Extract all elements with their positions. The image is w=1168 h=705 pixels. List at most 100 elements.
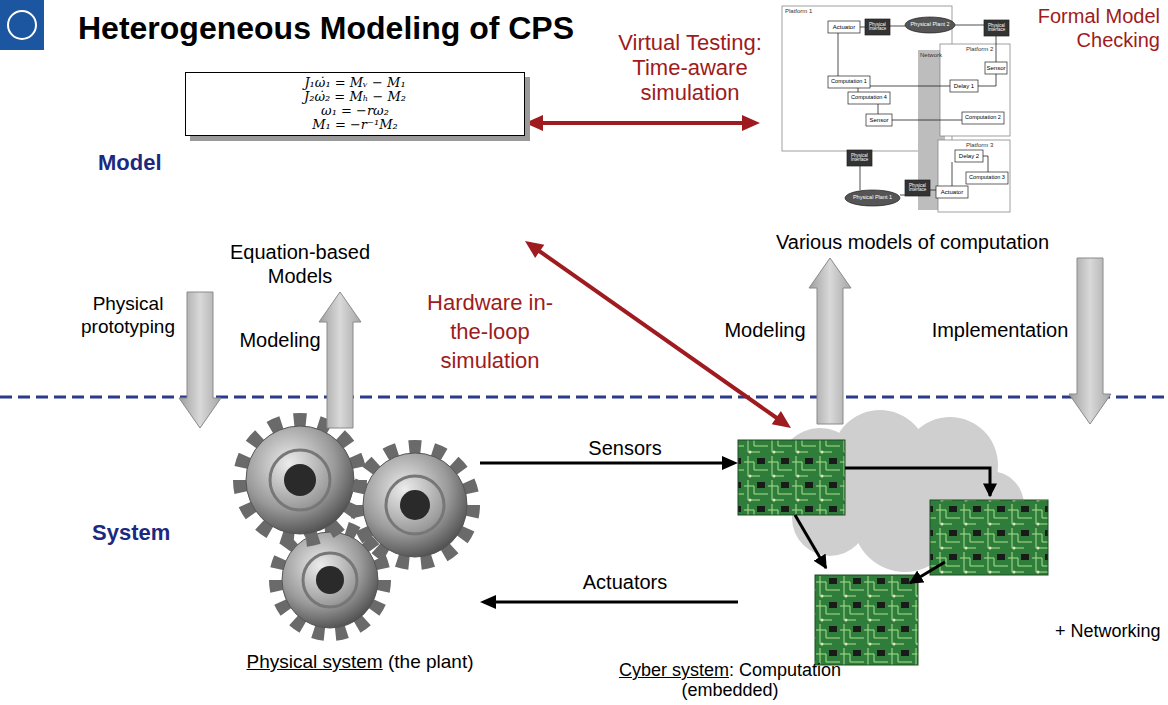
thumbnail-box [966, 172, 1008, 184]
moc-thumbnail [838, 25, 996, 195]
logo [0, 0, 44, 50]
moc-thumbnail [782, 6, 1010, 212]
thumbnail-boxes [828, 17, 1009, 206]
network-arrows [795, 468, 990, 583]
logo [0, 0, 44, 50]
gear [240, 420, 360, 540]
fat-arrow [319, 292, 361, 428]
logo [8, 11, 36, 39]
cyber-system: Cyber system: Computation (embedded) [738, 428, 1053, 673]
thumbnail-interface-box [905, 180, 930, 196]
thumbnail-area [760, 5, 1065, 230]
thumbnail-box [962, 112, 1004, 124]
thumbnail-label: Actuator [936, 186, 968, 198]
gear [357, 447, 473, 563]
underlined-caption: Physical system [246, 651, 382, 672]
caption-block: Physical system (the plant) [230, 650, 490, 674]
moc-thumbnail [940, 44, 1010, 136]
thumbnail-label: Platform 2 [966, 46, 993, 53]
gear [386, 476, 444, 534]
arrow-head [742, 115, 760, 131]
gear [284, 464, 316, 496]
thumbnail-label: Platform 1 [785, 8, 812, 15]
network-arrows [845, 468, 990, 496]
connector-line [480, 462, 727, 465]
edge-label: Modeling [720, 318, 810, 342]
thumbnail-box [828, 21, 860, 33]
fat-arrow [179, 292, 221, 428]
thumbnail-label: Physical Interface [865, 19, 890, 35]
thumbnail-box [828, 76, 870, 88]
arrow-head [480, 595, 496, 609]
node-caption: Equation-based Models [215, 240, 385, 288]
arrow-head [525, 115, 543, 131]
process-arrow [179, 292, 221, 428]
gear [240, 420, 360, 540]
thumbnail-box [955, 150, 983, 162]
edge-label: Sensors [565, 436, 685, 460]
thumbnail-label: Sensor [985, 62, 1007, 74]
thumbnail-label: Sensor [866, 114, 892, 126]
circuit-boards [815, 575, 918, 665]
connector [525, 115, 760, 131]
moc-thumbnail [938, 140, 1010, 212]
text-label: System [92, 520, 170, 546]
gear [400, 490, 430, 520]
equation-frame: J₁ω̇₁ = Mᵥ − M₁J₂ω̇₂ = Mₕ − M₂ω₁ = −rω₂M… [185, 72, 525, 136]
arrow-head [772, 411, 791, 428]
process-arrow [1069, 258, 1111, 424]
thumbnail-label: Physical Interface [847, 150, 872, 166]
thumbnail-label: Computation 4 [848, 92, 890, 104]
text-label: + Networking [1055, 620, 1161, 642]
edge-label: Physical prototyping [73, 292, 183, 338]
arrow-head [525, 241, 544, 258]
equation-box: J₁ω̇₁ = Mᵥ − M₁J₂ω̇₂ = Mₕ − M₂ω₁ = −rω₂M… [185, 72, 525, 288]
circuit-boards [738, 440, 845, 515]
thumbnail-label: Computation 2 [962, 112, 1004, 124]
network-arrows [910, 562, 945, 583]
caption-block: Cyber system: Computation (embedded) [585, 660, 875, 700]
underlined-caption: Cyber system [619, 660, 729, 680]
connector-line [538, 121, 748, 125]
edge-label: Virtual Testing: Time-aware simulation [600, 30, 780, 105]
edge-label: Modeling [235, 328, 325, 352]
edge-label: Implementation [930, 318, 1070, 342]
process-arrow [809, 258, 851, 424]
edge-label: Actuators [565, 570, 685, 594]
node-caption: (the plant) [388, 651, 474, 672]
physical-plant: Physical system(the plant) [240, 432, 480, 630]
thumbnail-label: Physical Interface [984, 20, 1009, 36]
thumbnail-interface-box [865, 19, 890, 35]
process-arrow [319, 292, 361, 428]
thumbnail-box [950, 80, 978, 92]
thumbnail-box [985, 62, 1007, 74]
equation-line: M₁ = −r⁻¹M₂ [196, 118, 514, 132]
thumbnail-label: Physical Interface [905, 180, 930, 196]
arrow-head [722, 456, 738, 470]
thumbnail-label: Computation 3 [966, 172, 1008, 184]
gear [357, 447, 473, 563]
thumbnail-label: Platform 3 [966, 142, 993, 149]
text-label: Model [98, 150, 162, 176]
circuit-boards [930, 500, 1048, 575]
thumbnail-label: Physical Plant 1 [845, 190, 900, 206]
gears [240, 420, 473, 634]
equation-line: J₁ω̇₁ = Mᵥ − M₁ [196, 76, 514, 90]
thumbnail-label: Actuator [828, 21, 860, 33]
gear [303, 553, 357, 607]
equation-line: J₂ω̇₂ = Mₕ − M₂ [196, 90, 514, 104]
thumbnail-ellipse [905, 17, 955, 33]
thumbnail-box [936, 186, 968, 198]
gear [246, 426, 354, 534]
thumbnail-label: Computation 1 [828, 76, 870, 88]
edge-label: Hardware in-the-loop simulation [420, 288, 560, 375]
gear [316, 566, 344, 594]
thumbnail-label: Delay 1 [950, 80, 978, 92]
connector [480, 595, 738, 609]
fat-arrow [1069, 258, 1111, 424]
gear [282, 532, 378, 628]
thumbnail-box [848, 92, 890, 104]
